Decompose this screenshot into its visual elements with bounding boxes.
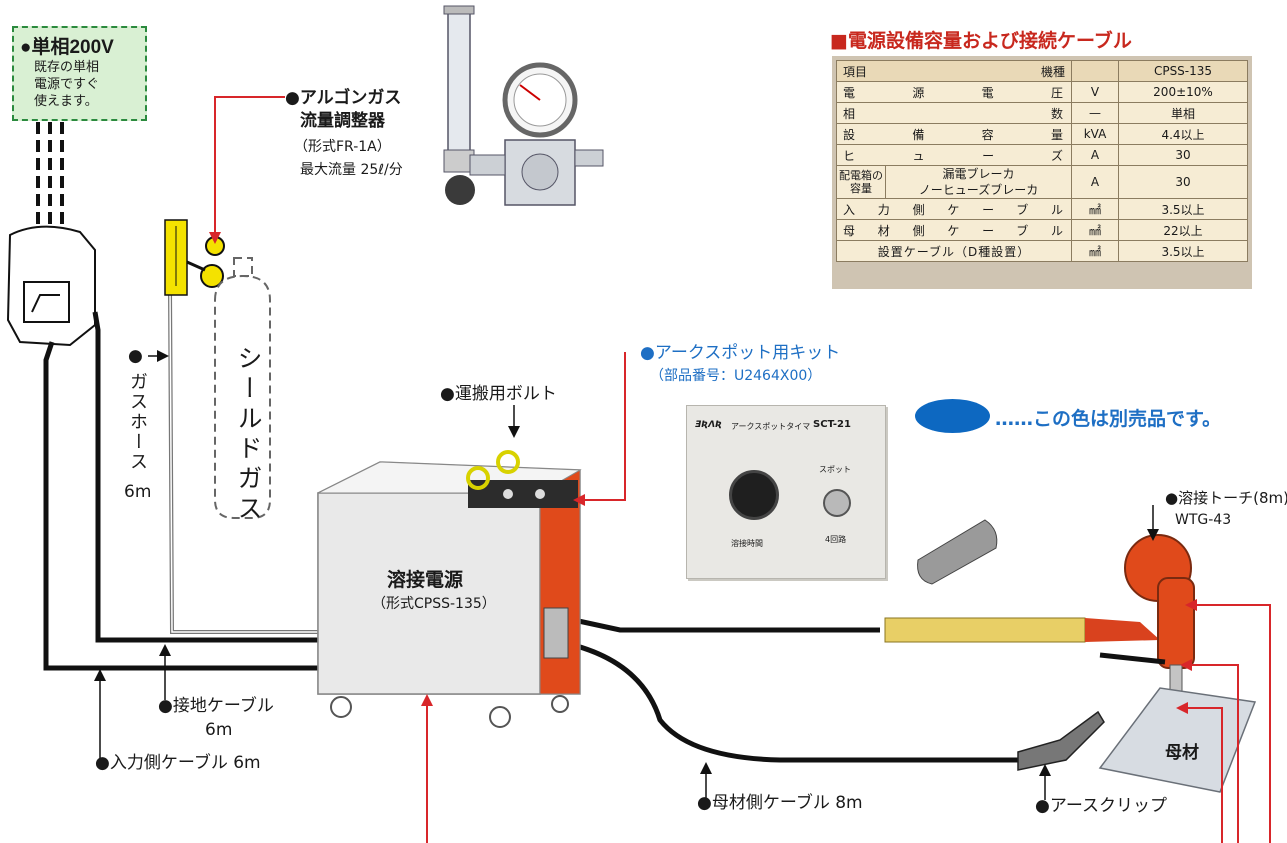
spec-value: 30	[1118, 165, 1248, 199]
timer-dial-label: 溶接時間	[731, 539, 763, 548]
psu-model: （形式CPSS-135）	[372, 596, 496, 612]
base-metal-cable	[549, 637, 1018, 763]
transport-bolt-label: ●運搬用ボルト	[440, 384, 557, 404]
input-cable	[43, 341, 318, 671]
power-source-note: ●単相200V 既存の単相 電源ですぐ 使えます。	[12, 26, 147, 121]
spec-value: 200±10%	[1118, 81, 1248, 103]
spec-unit: ㎟	[1071, 219, 1119, 241]
timer-brand: ƎƦΛƦ	[695, 420, 722, 430]
gas-hose-label: ガスホース	[127, 372, 148, 472]
spec-item: 電源電圧	[836, 81, 1072, 103]
spec-row: 配電箱の容量 漏電ブレーカ ノーヒューズブレーカ A 30	[836, 165, 1248, 199]
psu-title: 溶接電源	[387, 569, 464, 591]
gas-flowmeter	[164, 219, 225, 296]
spec-header-cell: 項目 機種	[836, 60, 1072, 82]
ground-cable-length: 6m	[205, 720, 233, 740]
optional-item-legend: ……この色は別売品です。	[995, 408, 1222, 430]
shield-gas-label: シールドガス	[234, 345, 263, 525]
spec-unit: —	[1071, 102, 1119, 124]
base-metal-plate	[1098, 687, 1257, 793]
arc-kit-part-number: （部品番号：U2464X00）	[650, 368, 822, 384]
earth-clip-label: ●アースクリップ	[1035, 796, 1167, 816]
spec-item: 設備容量	[836, 123, 1072, 145]
arc-spot-timer: ƎƦΛƦ アークスポットタイマ SCT-21 溶接時間 スポット 4回路	[686, 405, 886, 579]
torch-label: ●溶接トーチ(8m)	[1165, 489, 1287, 507]
arc-kit-label: ●アークスポット用キット	[640, 343, 841, 363]
spec-row: 相数—単相	[836, 102, 1248, 124]
time-dial	[729, 470, 779, 520]
spec-item: 母材側ケーブル	[836, 219, 1072, 241]
red-arrowheads	[209, 232, 1197, 714]
timer-name: アークスポットタイマ	[731, 422, 811, 431]
power-note-line3: 使えます。	[34, 94, 98, 109]
spec-unit: A	[1071, 144, 1119, 166]
power-voltage: ●単相200V	[20, 37, 114, 58]
spec-header-product: CPSS-135	[1118, 60, 1248, 82]
spec-header-model: 機種	[1040, 64, 1065, 79]
spec-value: 22以上	[1118, 219, 1248, 241]
spec-unit: ㎟	[1071, 198, 1119, 220]
spec-item: 相数	[836, 102, 1072, 124]
earth-clip	[1017, 710, 1105, 771]
regulator-name-1: ●アルゴンガス	[285, 88, 402, 108]
spec-unit: ㎟	[1071, 240, 1119, 262]
ground-cable	[92, 311, 318, 643]
base-metal-label: 母材	[1165, 743, 1199, 763]
spec-item: 漏電ブレーカ	[942, 167, 1015, 181]
spec-value: 30	[1118, 144, 1248, 166]
ground-cable-label: ●接地ケーブル	[158, 696, 274, 716]
regulator-model: （形式FR-1A）	[294, 139, 391, 155]
regulator-name-2: 流量調整器	[300, 111, 385, 131]
regulator-flow: 最大流量 25ℓ/分	[300, 162, 403, 178]
base-cable-label: ●母材側ケーブル 8m	[697, 793, 863, 813]
spec-unit: A	[1071, 165, 1119, 199]
mains-supply-lines	[36, 122, 64, 225]
spec-value: 単相	[1118, 102, 1248, 124]
power-note-line2: 電源ですぐ	[34, 77, 100, 92]
spec-unit: V	[1071, 81, 1119, 103]
optional-item-swatch	[915, 399, 990, 433]
spec-value: 3.5以上	[1118, 240, 1248, 262]
arc-spot-nozzle	[917, 519, 998, 585]
input-cable-label: ●入力側ケーブル 6m	[95, 753, 261, 773]
spec-value: 3.5以上	[1118, 198, 1248, 220]
gas-hose-length: 6m	[124, 482, 152, 502]
spot-switch-knob	[823, 489, 851, 517]
spec-item: 設置ケーブル（D種設置）	[836, 240, 1072, 262]
welding-torch	[884, 534, 1195, 721]
spec-item-pair: 漏電ブレーカ ノーヒューズブレーカ	[885, 165, 1072, 199]
timer-model: SCT-21	[813, 419, 851, 430]
spec-value: 4.4以上	[1118, 123, 1248, 145]
black-leaders	[94, 350, 1159, 800]
spec-item: ヒューズ	[836, 144, 1072, 166]
welding-power-source	[317, 450, 582, 728]
spec-header-unit	[1071, 60, 1119, 82]
spec-unit: kVA	[1071, 123, 1119, 145]
distribution-box	[6, 225, 96, 347]
spec-header-item: 項目	[843, 64, 868, 79]
torch-cable	[559, 614, 880, 633]
red-leaders	[214, 96, 1271, 843]
torch-model: WTG-43	[1175, 512, 1232, 528]
spec-group: 配電箱の容量	[836, 165, 886, 199]
spec-item: 入力側ケーブル	[836, 198, 1072, 220]
spec-table-title: ■電源設備容量および接続ケーブル	[830, 30, 1132, 52]
power-note-line1: 既存の単相	[34, 60, 100, 75]
gas-hose-bullet: ●	[128, 346, 143, 366]
spec-item-2: ノーヒューズブレーカ	[918, 183, 1039, 197]
timer-switch-sub: 4回路	[825, 535, 847, 544]
regulator-photo	[443, 5, 604, 206]
shield-gas-cylinder	[214, 257, 271, 519]
timer-switch-label: スポット	[819, 465, 851, 474]
